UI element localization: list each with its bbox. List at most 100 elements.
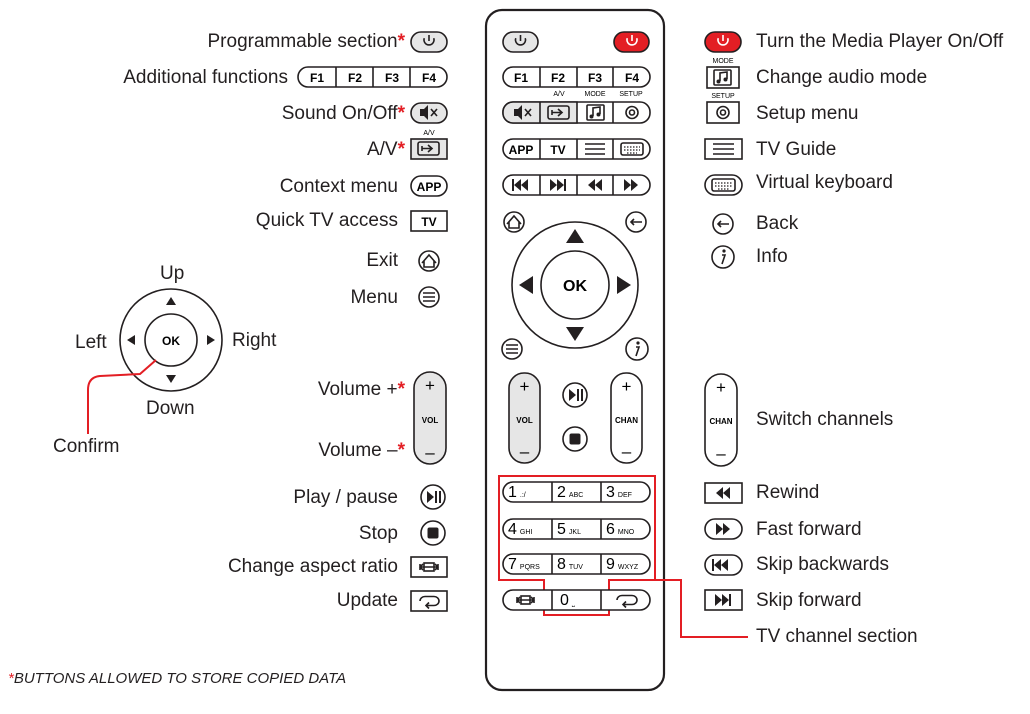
- back-icon[interactable]: [625, 211, 647, 233]
- stop-button[interactable]: [562, 426, 588, 452]
- svg-text:OK: OK: [162, 334, 180, 348]
- svg-text:TV: TV: [421, 215, 436, 229]
- legend-aspect-icon: [410, 556, 448, 578]
- legend-fast-forward-icon: [704, 518, 743, 540]
- legend-channel-rocker: + CHAN –: [704, 373, 738, 467]
- tv-guide-icon[interactable]: [585, 143, 605, 155]
- f1-key[interactable]: F1: [514, 71, 528, 85]
- legend-rewind-icon: [704, 482, 743, 504]
- audio-mode-icon[interactable]: [586, 104, 605, 121]
- channel-rocker[interactable]: + CHAN –: [610, 372, 643, 464]
- skip-back-icon[interactable]: [512, 179, 528, 191]
- av-input-icon[interactable]: [547, 105, 570, 120]
- transport-row[interactable]: [502, 174, 651, 196]
- label-quick-tv-access: Quick TV access: [255, 210, 398, 231]
- skip-forward-icon[interactable]: [550, 179, 566, 191]
- f3-key[interactable]: F3: [588, 71, 602, 85]
- home-exit-icon[interactable]: [503, 211, 525, 233]
- label-tv-guide: TV Guide: [756, 139, 837, 160]
- mute-icon[interactable]: [514, 105, 532, 120]
- numpad-key-0[interactable]: 0⎵: [560, 592, 575, 609]
- legend-play-pause-icon: [420, 484, 446, 510]
- volume-plus[interactable]: +: [520, 377, 530, 396]
- label-down: Down: [146, 398, 195, 419]
- legend-av-icon: [410, 138, 448, 160]
- dpad-left-arrow[interactable]: [519, 276, 533, 294]
- legend-keyboard-icon: [704, 174, 743, 196]
- label-volume-plus: Volume +*: [317, 379, 405, 400]
- label-confirm: Confirm: [53, 436, 120, 457]
- label-setup-menu: Setup menu: [756, 103, 859, 124]
- remote-dpad[interactable]: OK: [511, 221, 639, 349]
- keyboard-icon[interactable]: [620, 142, 644, 156]
- mode-sub-label: MODE: [585, 91, 606, 98]
- ok-button[interactable]: OK: [563, 278, 587, 295]
- svg-text:CHAN: CHAN: [709, 417, 732, 426]
- svg-text:F1: F1: [310, 71, 324, 85]
- dpad-down-arrow[interactable]: [566, 327, 584, 341]
- f-keys[interactable]: F1 F2 F3 F4: [502, 66, 651, 88]
- label-switch-channels: Switch channels: [756, 409, 894, 430]
- legend-back-icon: [712, 213, 734, 235]
- menu-icon[interactable]: [501, 338, 523, 360]
- f4-key[interactable]: F4: [625, 71, 639, 85]
- svg-text:F3: F3: [385, 71, 399, 85]
- rewind-icon[interactable]: [588, 179, 602, 191]
- label-rewind: Rewind: [756, 482, 820, 503]
- confirm-pointer-line: [87, 359, 157, 434]
- dpad-up-arrow[interactable]: [566, 229, 584, 243]
- label-virtual-keyboard: Virtual keyboard: [756, 172, 893, 193]
- aspect-ratio-icon[interactable]: [515, 595, 536, 605]
- volume-minus[interactable]: –: [520, 442, 530, 461]
- label-change-aspect-ratio: Change aspect ratio: [227, 556, 398, 577]
- tv-channel-pointer-line: [655, 579, 748, 638]
- legend-av-sub-label: A/V: [423, 130, 435, 137]
- setup-gear-icon[interactable]: [625, 105, 639, 120]
- update-icon[interactable]: [616, 594, 638, 609]
- dpad-right-arrow[interactable]: [617, 276, 631, 294]
- info-icon[interactable]: [625, 337, 649, 361]
- programmable-power-button[interactable]: [502, 31, 539, 53]
- legend-skip-back-icon: [704, 554, 743, 576]
- play-pause-button[interactable]: [562, 382, 588, 408]
- numpad-key-1[interactable]: 1.:/: [508, 484, 526, 501]
- label-programmable-section: Programmable section*: [207, 31, 406, 52]
- f2-key[interactable]: F2: [551, 71, 565, 85]
- label-context-menu: Context menu: [279, 176, 398, 197]
- setup-sub-label: SETUP: [619, 91, 643, 98]
- svg-text:+: +: [425, 376, 435, 395]
- label-info: Info: [756, 246, 788, 267]
- legend-menu-icon: [418, 286, 440, 308]
- channel-plus[interactable]: +: [622, 377, 632, 396]
- app-tv-row[interactable]: [502, 138, 651, 160]
- numpad[interactable]: [502, 481, 651, 611]
- app-button[interactable]: APP: [509, 143, 534, 157]
- channel-minus[interactable]: –: [622, 442, 632, 461]
- function-row[interactable]: [502, 101, 651, 124]
- legend-mute-icon: [410, 102, 448, 124]
- label-play-pause: Play / pause: [293, 487, 398, 508]
- legend-audio-mode-icon: [706, 66, 740, 89]
- fast-forward-icon[interactable]: [624, 179, 638, 191]
- label-exit: Exit: [366, 250, 398, 271]
- legend-f-keys: F1 F2 F3 F4: [297, 66, 448, 88]
- tv-button[interactable]: TV: [550, 143, 565, 157]
- legend-setup-sub-label: SETUP: [711, 93, 735, 100]
- legend-app-icon: APP: [410, 175, 448, 197]
- av-sub-label: A/V: [553, 91, 565, 98]
- volume-rocker[interactable]: + VOL –: [508, 372, 541, 464]
- legend-programmable-icon: [410, 31, 448, 53]
- label-fast-forward: Fast forward: [756, 519, 862, 540]
- label-volume-minus: Volume –*: [318, 440, 405, 461]
- power-button[interactable]: [613, 31, 650, 53]
- svg-text:+: +: [716, 378, 726, 397]
- vol-label: VOL: [516, 416, 533, 425]
